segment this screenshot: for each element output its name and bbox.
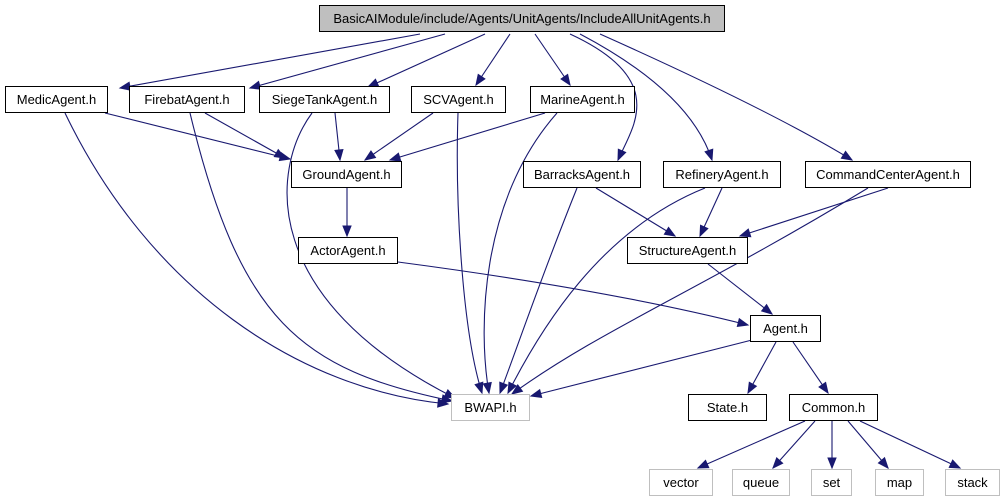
node-marine-agent[interactable]: MarineAgent.h: [530, 86, 635, 113]
arrowhead-barracks-to-structure: [663, 226, 677, 237]
node-medic-agent[interactable]: MedicAgent.h: [5, 86, 108, 113]
node-barracks-agent[interactable]: BarracksAgent.h: [523, 161, 641, 188]
edge-scv-to-ground: [364, 112, 434, 161]
edge-root-to-medic: [119, 33, 421, 89]
arrowhead-root-to-marine: [560, 73, 571, 87]
node-stack: stack: [945, 469, 1000, 496]
edge-commandcenter-to-bwapi: [511, 187, 869, 395]
node-common[interactable]: Common.h: [789, 394, 878, 421]
edge-common-to-stack: [859, 420, 961, 469]
arrowhead-marine-to-bwapi: [482, 381, 492, 395]
node-bwapi: BWAPI.h: [451, 394, 530, 421]
arrowhead-common-to-map: [877, 456, 889, 470]
arrowhead-root-to-firebat: [248, 80, 262, 90]
edge-actor-to-agent: [397, 261, 749, 326]
arrowhead-root-to-barracks: [617, 148, 627, 162]
edge-common-to-vector: [697, 420, 806, 469]
node-ground-agent[interactable]: GroundAgent.h: [291, 161, 402, 188]
node-refinery-agent[interactable]: RefineryAgent.h: [663, 161, 781, 188]
edge-marine-to-ground: [389, 112, 546, 161]
arrowhead-commandcenter-to-structure: [738, 228, 752, 238]
edge-medic-to-ground: [104, 112, 291, 160]
edge-root-to-siegetank: [367, 33, 486, 88]
arrowhead-agent-to-state: [747, 381, 758, 395]
node-siege-tank-agent[interactable]: SiegeTankAgent.h: [259, 86, 390, 113]
node-queue: queue: [732, 469, 790, 496]
arrowhead-root-to-scv: [475, 73, 486, 87]
edge-structure-to-agent: [707, 263, 773, 315]
arrowhead-ground-to-actor: [342, 225, 352, 238]
arrowhead-refinery-to-bwapi: [507, 381, 517, 395]
arrowhead-common-to-queue: [772, 457, 784, 470]
edge-root-to-commandcenter: [599, 33, 853, 161]
edge-root-to-firebat: [249, 33, 446, 89]
edge-medic-to-bwapi: [64, 112, 449, 405]
arrowhead-firebat-to-ground: [273, 148, 287, 159]
edge-root-to-barracks: [569, 33, 638, 161]
edge-firebat-to-ground: [204, 112, 286, 159]
node-firebat-agent[interactable]: FirebatAgent.h: [129, 86, 245, 113]
node-agent[interactable]: Agent.h: [750, 315, 821, 342]
arrowhead-common-to-set: [827, 457, 837, 470]
arrowhead-root-to-refinery: [704, 148, 714, 162]
edge-root-to-refinery: [579, 33, 713, 161]
arrowhead-commandcenter-to-bwapi: [510, 383, 524, 395]
node-scv-agent[interactable]: SCVAgent.h: [411, 86, 506, 113]
arrowhead-siegetank-to-ground: [334, 149, 344, 162]
edge-marine-to-bwapi: [483, 112, 558, 394]
arrowhead-scv-to-ground: [363, 150, 377, 161]
edge-barracks-to-structure: [595, 187, 676, 237]
edge-scv-to-bwapi: [456, 112, 483, 394]
arrowhead-root-to-commandcenter: [840, 150, 854, 161]
node-state[interactable]: State.h: [688, 394, 767, 421]
arrowhead-scv-to-bwapi: [474, 381, 484, 395]
arrowhead-agent-to-common: [818, 381, 829, 395]
edge-commandcenter-to-structure: [739, 187, 889, 237]
edge-refinery-to-bwapi: [507, 187, 706, 394]
edge-common-to-queue: [772, 420, 816, 469]
node-structure-agent[interactable]: StructureAgent.h: [627, 237, 748, 264]
arrowhead-actor-to-agent: [736, 317, 750, 328]
node-vector: vector: [649, 469, 713, 496]
edge-siegetank-to-bwapi: [286, 112, 456, 399]
node-map: map: [875, 469, 924, 496]
arrowhead-structure-to-agent: [760, 303, 774, 315]
arrowhead-agent-to-bwapi: [529, 388, 543, 399]
arrowhead-barracks-to-bwapi: [499, 381, 509, 395]
arrowhead-common-to-stack: [948, 459, 962, 469]
node-actor-agent[interactable]: ActorAgent.h: [298, 237, 398, 264]
node-include-all-unit-agents[interactable]: BasicAIModule/include/Agents/UnitAgents/…: [319, 5, 725, 32]
node-set: set: [811, 469, 852, 496]
edge-barracks-to-bwapi: [499, 187, 578, 394]
edge-firebat-to-bwapi: [189, 112, 453, 402]
arrowhead-refinery-to-structure: [699, 224, 709, 238]
edge-agent-to-bwapi: [530, 339, 753, 397]
arrowhead-common-to-vector: [696, 459, 710, 469]
arrowhead-marine-to-ground: [388, 152, 402, 162]
node-command-center-agent[interactable]: CommandCenterAgent.h: [805, 161, 971, 188]
